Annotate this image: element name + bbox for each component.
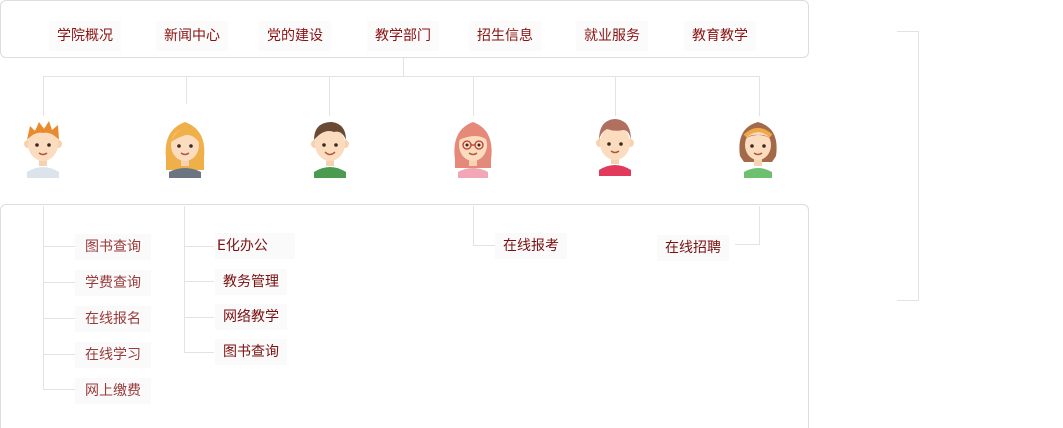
tree-line: [43, 389, 75, 390]
link-online-payment[interactable]: 网上缴费: [75, 378, 151, 404]
bracket-line: [897, 31, 919, 32]
tree-line: [473, 206, 474, 246]
connector-line: [186, 76, 187, 104]
tree-line: [43, 206, 44, 390]
link-online-exam-registration[interactable]: 在线报考: [495, 233, 567, 259]
link-online-teaching[interactable]: 网络教学: [215, 304, 287, 330]
tree-line: [759, 206, 760, 245]
link-academic-affairs[interactable]: 教务管理: [215, 269, 287, 295]
nav-item-employment[interactable]: 就业服务: [576, 21, 648, 51]
girl-headband-avatar-icon[interactable]: [736, 118, 780, 178]
nav-item-party-building[interactable]: 党的建设: [259, 21, 331, 51]
tree-line: [184, 246, 214, 247]
nav-item-news-center[interactable]: 新闻中心: [156, 21, 228, 51]
man-avatar-icon[interactable]: [308, 118, 352, 178]
connector-line: [43, 76, 760, 77]
connector-line: [615, 76, 616, 116]
link-library-search[interactable]: 图书查询: [75, 234, 151, 260]
link-online-registration[interactable]: 在线报名: [75, 306, 151, 332]
link-online-recruitment[interactable]: 在线招聘: [657, 235, 729, 261]
connector-line: [43, 76, 44, 116]
connector-line: [759, 76, 760, 116]
tree-line: [184, 206, 185, 353]
girl-avatar-icon[interactable]: [163, 118, 207, 178]
link-e-office[interactable]: E化办公: [215, 233, 295, 259]
tree-line: [184, 317, 214, 318]
top-nav-bar: 学院概况 新闻中心 党的建设 教学部门 招生信息 就业服务 教育教学: [0, 0, 809, 58]
nav-item-college-overview[interactable]: 学院概况: [49, 21, 121, 51]
tree-line: [43, 318, 75, 319]
nav-item-teaching-departments[interactable]: 教学部门: [367, 21, 439, 51]
tree-line: [43, 246, 75, 247]
connector-line: [403, 58, 404, 76]
link-tuition-search[interactable]: 学费查询: [75, 270, 151, 296]
girl-glasses-avatar-icon[interactable]: [451, 118, 495, 178]
tree-line: [735, 244, 760, 245]
connector-line: [329, 76, 330, 116]
link-library-search-2[interactable]: 图书查询: [215, 339, 287, 365]
connector-line: [473, 76, 474, 116]
boy-avatar-icon[interactable]: [21, 118, 65, 178]
tree-line: [473, 245, 495, 246]
link-online-learning[interactable]: 在线学习: [75, 342, 151, 368]
bracket-line: [918, 31, 919, 301]
tree-line: [184, 352, 214, 353]
nav-item-admissions[interactable]: 招生信息: [469, 21, 541, 51]
nav-item-education[interactable]: 教育教学: [684, 21, 756, 51]
bracket-line: [897, 300, 919, 301]
tree-line: [184, 281, 214, 282]
woman-avatar-icon[interactable]: [593, 116, 637, 176]
tree-line: [43, 282, 75, 283]
tree-line: [43, 354, 75, 355]
